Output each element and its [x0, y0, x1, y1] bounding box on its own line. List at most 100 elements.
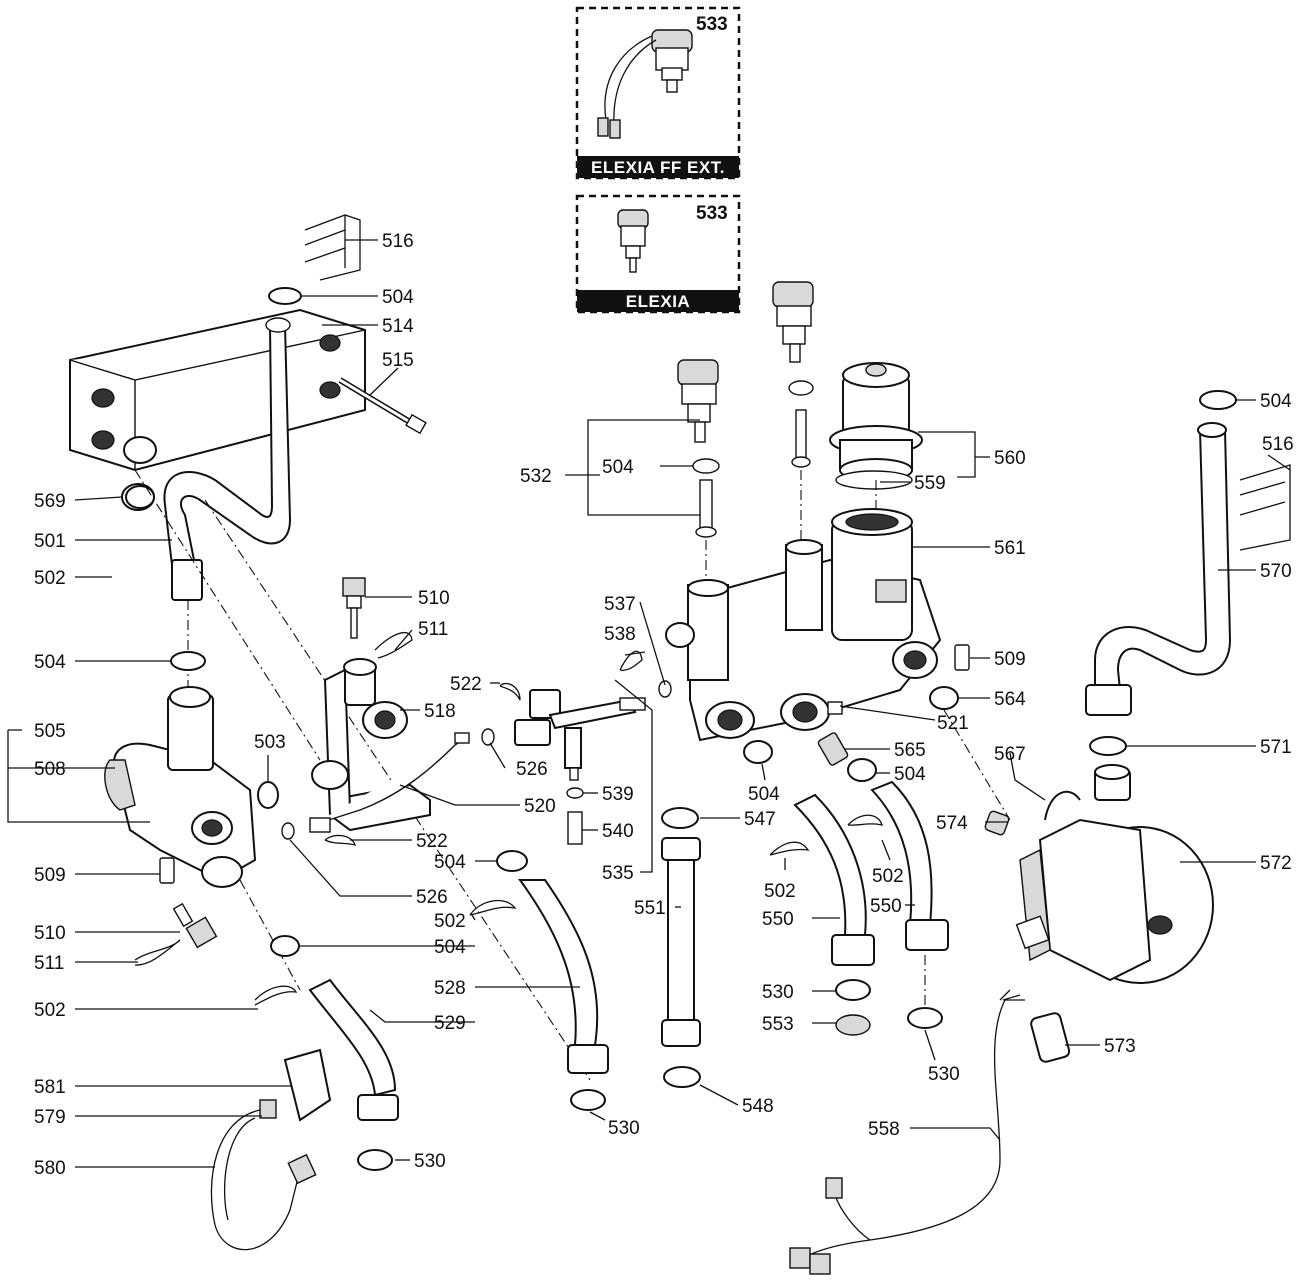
callout-571: 571 — [1260, 737, 1292, 758]
pipe-550-left-icon — [793, 793, 875, 1036]
callout-505: 505 — [34, 721, 66, 742]
o-ring-526-icon — [281, 822, 295, 840]
callout-508: 508 — [34, 759, 66, 780]
sensor-510-icon — [342, 577, 366, 639]
callout-503: 503 — [254, 732, 286, 753]
callout-528: 528 — [434, 978, 466, 999]
callout-540: 540 — [602, 821, 634, 842]
valve-body-505-icon — [104, 686, 257, 888]
o-ring-537-icon — [658, 680, 672, 698]
inset-caption-ff-ext: ELEXIA FF EXT. — [591, 158, 725, 177]
callout-572: 572 — [1260, 853, 1292, 874]
callout-530: 530 — [414, 1151, 446, 1172]
clip-511-icon — [134, 939, 181, 966]
callout-580: 580 — [34, 1158, 66, 1179]
callout-504: 504 — [434, 937, 466, 958]
callout-550: 550 — [762, 909, 794, 930]
callout-537: 537 — [604, 594, 636, 615]
bolt-515-icon — [338, 377, 427, 435]
pipe-570-icon — [1085, 422, 1232, 716]
hydraulic-manifold-561-icon — [665, 508, 942, 742]
clip-502-icon — [254, 985, 298, 1006]
pipe-528-icon — [518, 879, 609, 1111]
callout-514: 514 — [382, 316, 414, 337]
callout-509: 509 — [34, 865, 66, 886]
clip-502-icon — [469, 899, 517, 916]
callout-504: 504 — [382, 287, 414, 308]
callout-504: 504 — [1260, 391, 1292, 412]
callout-570: 570 — [1260, 561, 1292, 582]
air-vent-icon — [617, 209, 649, 273]
callout-539: 539 — [602, 784, 634, 805]
callout-551: 551 — [634, 898, 666, 919]
air-vent-532-icon — [677, 359, 720, 538]
screw-509-icon — [159, 857, 175, 884]
callout-548: 548 — [742, 1096, 774, 1117]
sensor-clip-581-icon — [210, 1048, 332, 1251]
callout-573: 573 — [1104, 1036, 1136, 1057]
clip-538-icon — [619, 650, 643, 671]
callout-504: 504 — [748, 784, 780, 805]
callout-502: 502 — [764, 881, 796, 902]
callout-581: 581 — [34, 1077, 66, 1098]
clip-516-icon — [304, 214, 361, 281]
pipe-550-right-icon — [870, 780, 949, 1029]
washer-569-icon — [125, 485, 155, 509]
valve-540-icon — [567, 811, 583, 845]
inset-part-number: 533 — [696, 203, 728, 224]
callout-574: 574 — [936, 813, 968, 834]
circulating-pump-572-icon — [1015, 764, 1214, 984]
callout-522: 522 — [450, 674, 482, 695]
bypass-535-icon — [514, 689, 646, 781]
callout-521: 521 — [937, 713, 969, 734]
callout-502: 502 — [34, 568, 66, 589]
callout-511: 511 — [34, 953, 64, 974]
sensor-510-icon — [172, 902, 218, 949]
bracket-518-icon — [311, 631, 431, 832]
callout-538: 538 — [604, 624, 636, 645]
heat-exchanger-icon — [69, 308, 366, 511]
callout-504: 504 — [434, 852, 466, 873]
o-ring-504-icon — [743, 740, 773, 764]
o-ring-564-icon — [929, 686, 959, 710]
callout-516: 516 — [382, 231, 414, 252]
callout-520: 520 — [524, 796, 556, 817]
callout-567: 567 — [994, 744, 1026, 765]
callout-511: 511 — [418, 619, 448, 640]
clip-502-icon — [847, 814, 883, 826]
o-ring-526-icon — [481, 728, 495, 746]
air-vent-upper-icon — [772, 281, 814, 468]
callout-564: 564 — [994, 689, 1026, 710]
pipe-551-icon — [661, 837, 701, 1088]
callout-532: 532 — [520, 466, 552, 487]
filter-565-icon — [817, 732, 849, 766]
callout-579: 579 — [34, 1107, 66, 1128]
cable-harness-558-icon — [789, 989, 1025, 1275]
pipe-529-icon — [270, 935, 399, 1171]
callout-559: 559 — [914, 473, 946, 494]
callout-565: 565 — [894, 740, 926, 761]
callout-553: 553 — [762, 1014, 794, 1035]
o-ring-504-icon — [170, 651, 206, 671]
callout-502: 502 — [34, 1000, 66, 1021]
callout-509: 509 — [994, 649, 1026, 670]
callout-561: 561 — [994, 538, 1026, 559]
callout-502: 502 — [872, 866, 904, 887]
callout-504: 504 — [602, 457, 634, 478]
air-vent-with-wire-icon — [597, 29, 693, 139]
clip-502-icon — [769, 841, 810, 856]
nut-574-icon — [984, 810, 1010, 836]
o-ring-539-icon — [566, 787, 584, 799]
o-ring-504-icon — [1199, 390, 1237, 410]
inset-caption-elexia: ELEXIA — [626, 292, 690, 311]
callout-558: 558 — [868, 1119, 900, 1140]
inset-part-number: 533 — [696, 14, 728, 35]
callout-569: 569 — [34, 491, 66, 512]
callout-560: 560 — [994, 448, 1026, 469]
callout-515: 515 — [382, 350, 414, 371]
filter-547-icon — [661, 807, 699, 829]
o-ring-503-icon — [257, 781, 279, 809]
callout-530: 530 — [928, 1064, 960, 1085]
clip-522-icon — [499, 682, 521, 701]
washer-571-icon — [1089, 736, 1127, 756]
